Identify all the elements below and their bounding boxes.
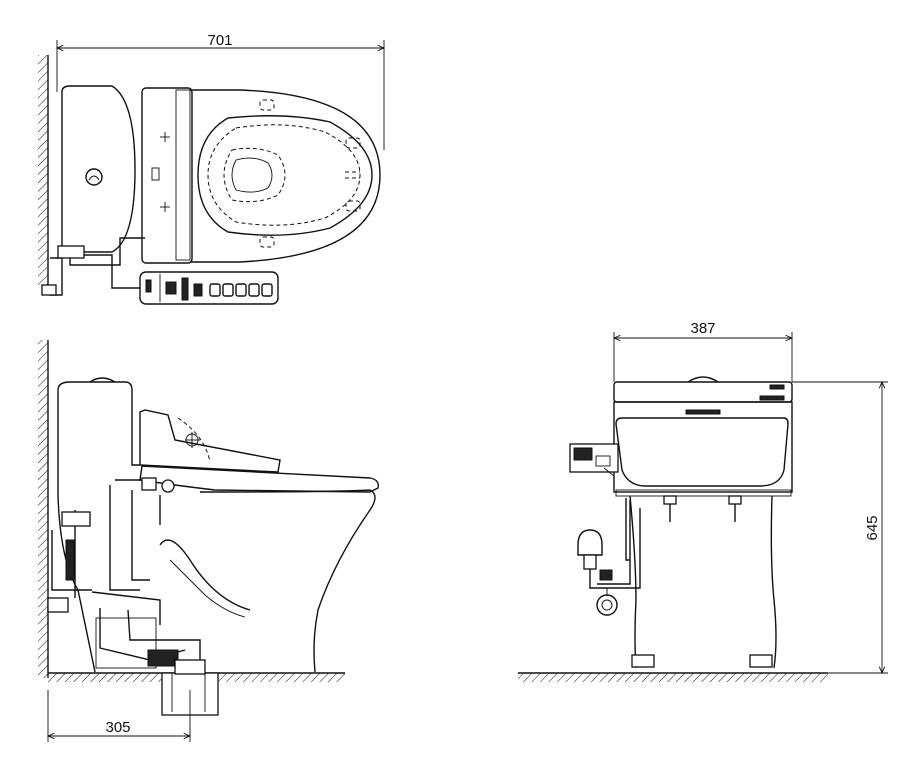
top-view-seat-base [141,87,193,264]
top-view-wall-hatch [38,55,48,285]
side-view-wall-hatch [38,340,48,678]
top-view: 701 [38,32,384,305]
dimension-front-width-label: 387 [690,320,715,337]
side-view-tank [57,381,140,466]
dimension-top-length-label: 701 [207,32,232,49]
dimension-wall-distance-label: 305 [105,719,130,736]
dimension-height: 645 [790,382,888,673]
side-view: 305 [38,340,380,742]
side-view-plumbing [47,477,201,669]
dimension-height-label: 645 [864,515,881,540]
dimension-top-length: 701 [57,32,384,150]
front-view-power-plug [577,500,641,616]
side-view-bowl [199,489,376,673]
front-view: 387 [518,320,888,682]
side-view-seat [139,409,281,473]
top-view-flush-button [85,168,103,186]
top-view-water-hose [41,237,145,296]
top-view-tank [61,85,136,253]
top-view-bowl [190,89,381,263]
dimension-wall-distance: 305 [48,690,190,742]
front-view-side-panel [569,443,619,477]
front-view-seat [613,401,793,493]
front-view-pedestal [629,495,637,669]
remote-control [139,271,279,305]
dimension-front-width: 387 [614,320,792,382]
